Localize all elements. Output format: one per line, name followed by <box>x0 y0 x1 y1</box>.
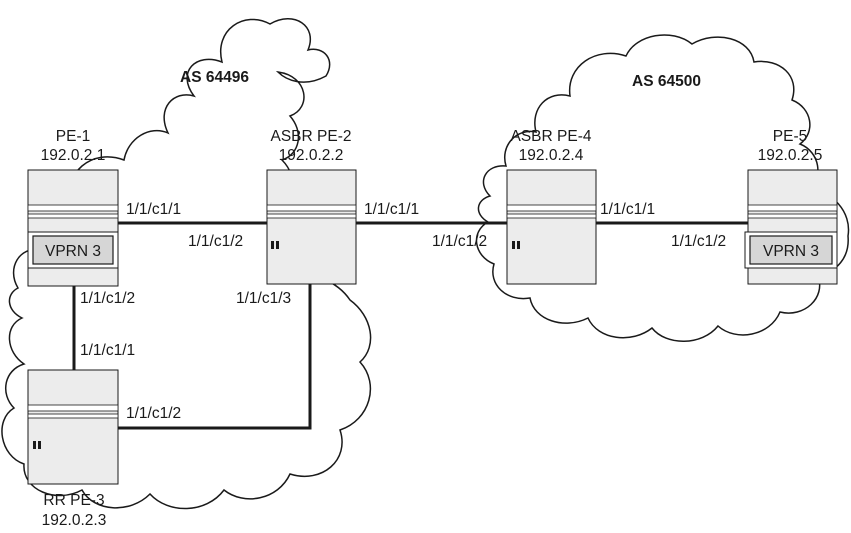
as-64500-label: AS 64500 <box>632 73 701 90</box>
port-pe2-to-pe4: 1/1/c1/1 <box>364 201 419 218</box>
port-pe2-to-pe3: 1/1/c1/3 <box>236 290 291 307</box>
pe5-vprn-label: VPRN 3 <box>763 243 819 260</box>
port-pe1-to-pe2: 1/1/c1/1 <box>126 201 181 218</box>
router-pe3[interactable] <box>28 370 118 484</box>
port-pe4-to-pe2: 1/1/c1/2 <box>432 233 487 250</box>
pe4-name: ASBR PE-4 <box>511 128 592 145</box>
port-pe2-to-pe1: 1/1/c1/2 <box>188 233 243 250</box>
pe1-vprn-label: VPRN 3 <box>45 243 101 260</box>
pe5-ip: 192.0.2.5 <box>758 147 823 164</box>
port-pe5-to-pe4: 1/1/c1/2 <box>671 233 726 250</box>
port-pe4-to-pe5: 1/1/c1/1 <box>600 201 655 218</box>
pe2-name: ASBR PE-2 <box>271 128 352 145</box>
router-pe4[interactable] <box>507 170 596 284</box>
pe4-ip: 192.0.2.4 <box>519 147 584 164</box>
pe1-ip: 192.0.2.1 <box>41 147 106 164</box>
router-pe2[interactable] <box>267 170 356 284</box>
as-64496-label: AS 64496 <box>180 69 249 86</box>
pe3-name: RR PE-3 <box>43 492 104 509</box>
pe2-ip: 192.0.2.2 <box>279 147 344 164</box>
port-pe3-to-pe1: 1/1/c1/1 <box>80 342 135 359</box>
pe5-name: PE-5 <box>773 128 807 145</box>
pe3-ip: 192.0.2.3 <box>42 512 107 529</box>
port-pe3-to-pe2: 1/1/c1/2 <box>126 405 181 422</box>
pe1-name: PE-1 <box>56 128 90 145</box>
router-pe5[interactable]: VPRN 3 <box>745 170 837 284</box>
port-pe1-to-pe3: 1/1/c1/2 <box>80 290 135 307</box>
router-pe1[interactable]: VPRN 3 <box>28 170 118 286</box>
